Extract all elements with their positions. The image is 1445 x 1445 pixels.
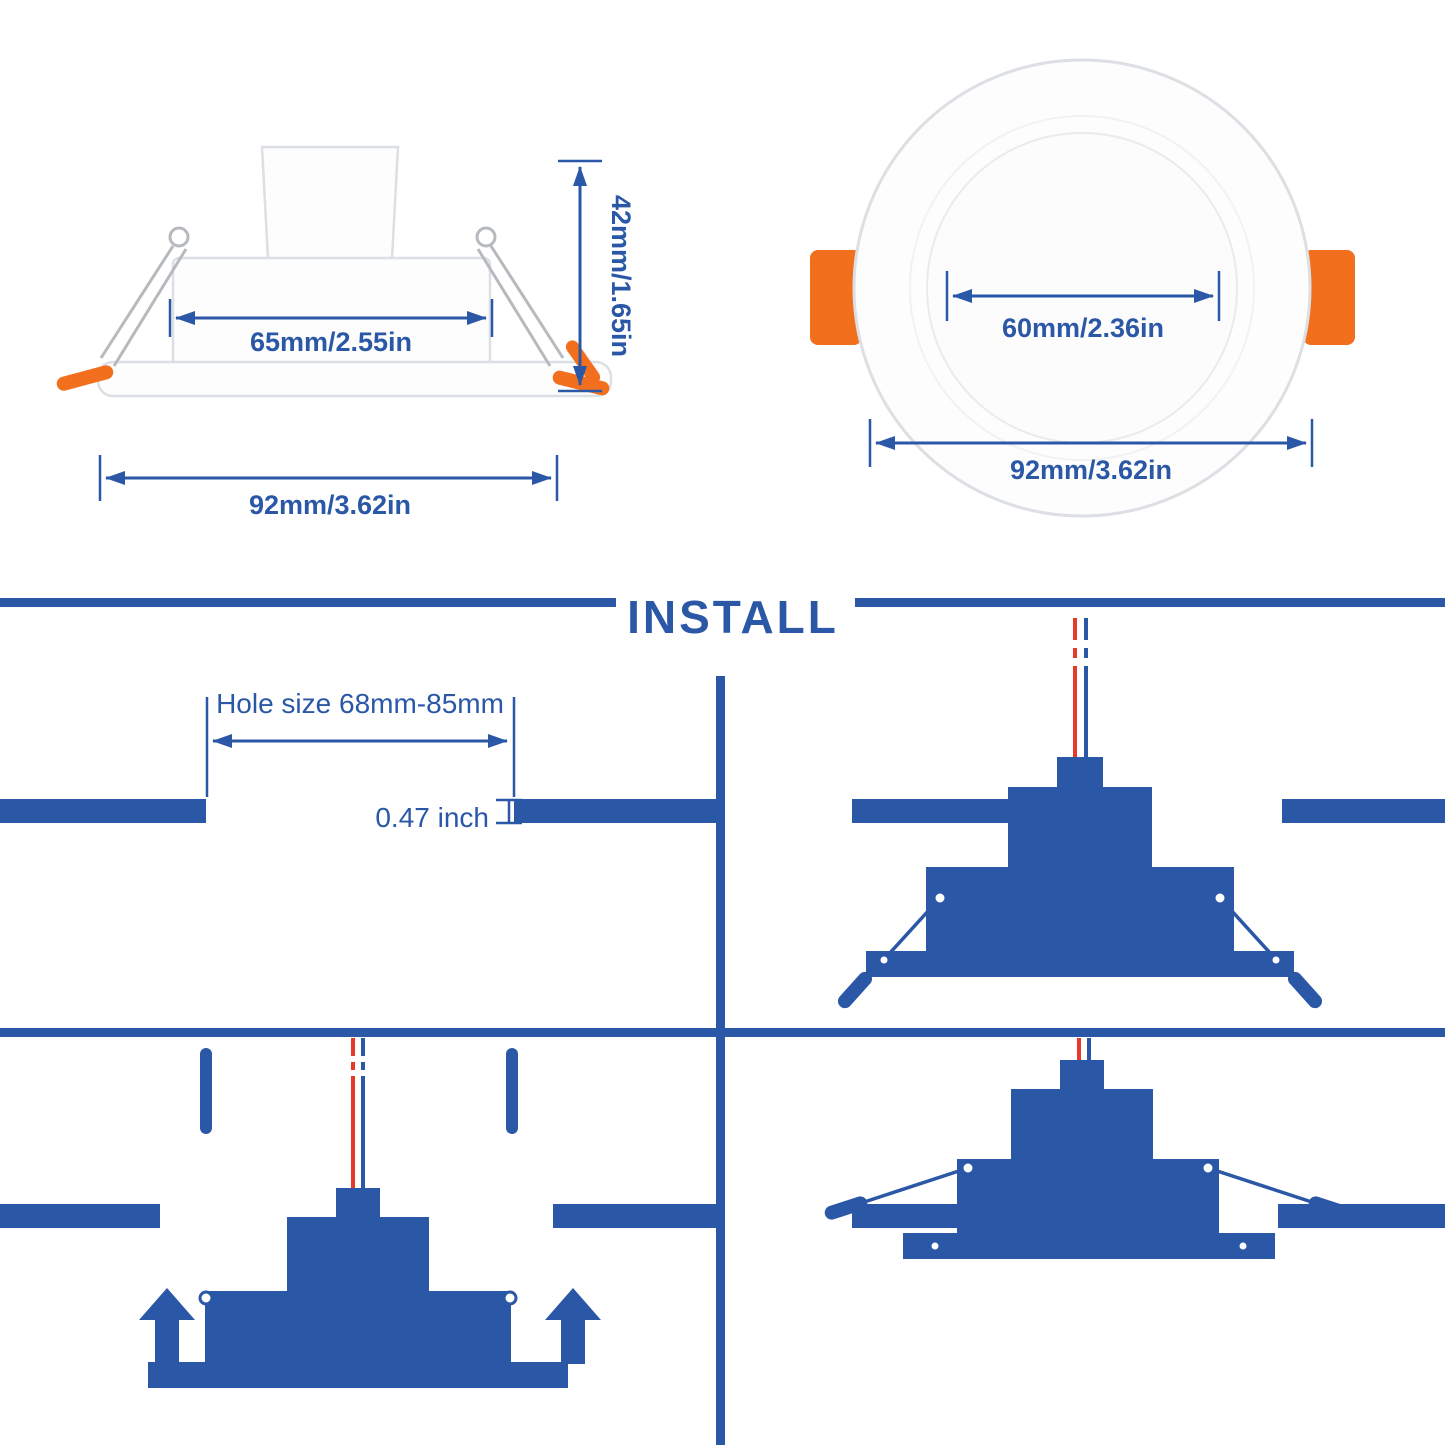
front-view-diagram: 60mm/2.36in 92mm/3.62in	[810, 58, 1355, 518]
mounting-clip-right	[1303, 250, 1355, 345]
flange-pivot	[928, 1239, 942, 1253]
push-up-arrow-right	[545, 1288, 601, 1364]
supply-wires	[1077, 1038, 1091, 1064]
spring-arm-left	[851, 1166, 969, 1208]
install-step-hole-size: Hole size 68mm-85mm 0.47 inch	[0, 688, 718, 833]
spring-ring-right	[475, 226, 497, 248]
dimension-side-outer-width: 92mm/3.62in	[98, 455, 559, 520]
flange-pivot	[877, 953, 891, 967]
quadrant-divider-vertical	[716, 676, 725, 1445]
ceiling-bar	[852, 799, 1009, 823]
spring-pivot	[1212, 890, 1228, 906]
spring-arm-left	[856, 896, 942, 990]
spring-pin-left	[200, 1048, 212, 1134]
install-step-push-up	[0, 1038, 718, 1388]
ceiling-bar	[553, 1204, 718, 1228]
spring-pivot	[502, 1290, 518, 1306]
dimension-side-height: 42mm/1.65in	[558, 159, 636, 393]
driver-box	[260, 145, 400, 261]
lamp-flange	[96, 360, 613, 398]
install-step-wire-connect	[837, 618, 1445, 1009]
install-step-spring-lock	[824, 1038, 1445, 1259]
ceiling-bar	[514, 799, 718, 823]
push-up-arrow-left	[139, 1288, 195, 1364]
front-inner-diameter-label: 60mm/2.36in	[1002, 313, 1164, 343]
side-inner-width-label: 65mm/2.55in	[250, 327, 412, 357]
ceiling-bar	[1282, 799, 1445, 823]
supply-wires	[1073, 618, 1088, 760]
spring-tip-left	[824, 1196, 868, 1220]
ceiling-bar	[0, 1204, 160, 1228]
spring-clip-left	[56, 226, 190, 391]
spring-tip-right	[1287, 971, 1323, 1009]
fixture-silhouette	[866, 757, 1294, 977]
install-rule-right	[855, 598, 1445, 607]
spring-pin-right	[506, 1048, 518, 1134]
spring-arm-right	[1207, 1166, 1325, 1208]
supply-wires	[351, 1038, 365, 1192]
spring-pivot	[1200, 1160, 1216, 1176]
ceiling-thickness-label: 0.47 inch	[375, 802, 489, 833]
spring-tip-right	[1308, 1196, 1352, 1220]
quadrant-divider-horizontal	[0, 1028, 1445, 1037]
lens-inner-circle	[926, 132, 1238, 444]
thickness-bracket	[496, 798, 522, 825]
flange-pivot	[1269, 953, 1283, 967]
dimension-front-inner-diameter: 60mm/2.36in	[945, 271, 1221, 343]
install-title: INSTALL	[627, 591, 839, 643]
fixture-silhouette	[148, 1188, 568, 1388]
side-outer-width-label: 92mm/3.62in	[249, 490, 411, 520]
install-section: INSTALL Hole size 68mm-85mm 0.47 inch	[0, 591, 1445, 1445]
side-view-diagram: 65mm/2.55in 42mm/1.65in 92mm/3.62in	[56, 145, 636, 520]
spring-tip-left	[837, 971, 873, 1009]
hole-size-label: Hole size 68mm-85mm	[216, 688, 504, 719]
ceiling-bar	[0, 799, 206, 823]
spring-ring-left	[168, 226, 190, 248]
spring-arm-right	[1218, 896, 1304, 990]
install-rule-left	[0, 598, 616, 607]
dimension-side-inner-width: 65mm/2.55in	[168, 299, 494, 357]
spring-pivot	[198, 1290, 214, 1306]
clip-tip-left	[56, 365, 114, 391]
ceiling-bar	[852, 1204, 960, 1228]
mounting-clip-left	[810, 250, 862, 345]
ceiling-bar	[1278, 1204, 1445, 1228]
side-height-label: 42mm/1.65in	[606, 195, 636, 357]
spring-pivot	[932, 890, 948, 906]
dimension-front-outer-diameter: 92mm/3.62in	[868, 419, 1314, 485]
flange-pivot	[1236, 1239, 1250, 1253]
front-outer-diameter-label: 92mm/3.62in	[1010, 455, 1172, 485]
spring-pivot	[960, 1160, 976, 1176]
trim-bezel-ring	[909, 115, 1255, 461]
fixture-silhouette	[903, 1060, 1275, 1259]
